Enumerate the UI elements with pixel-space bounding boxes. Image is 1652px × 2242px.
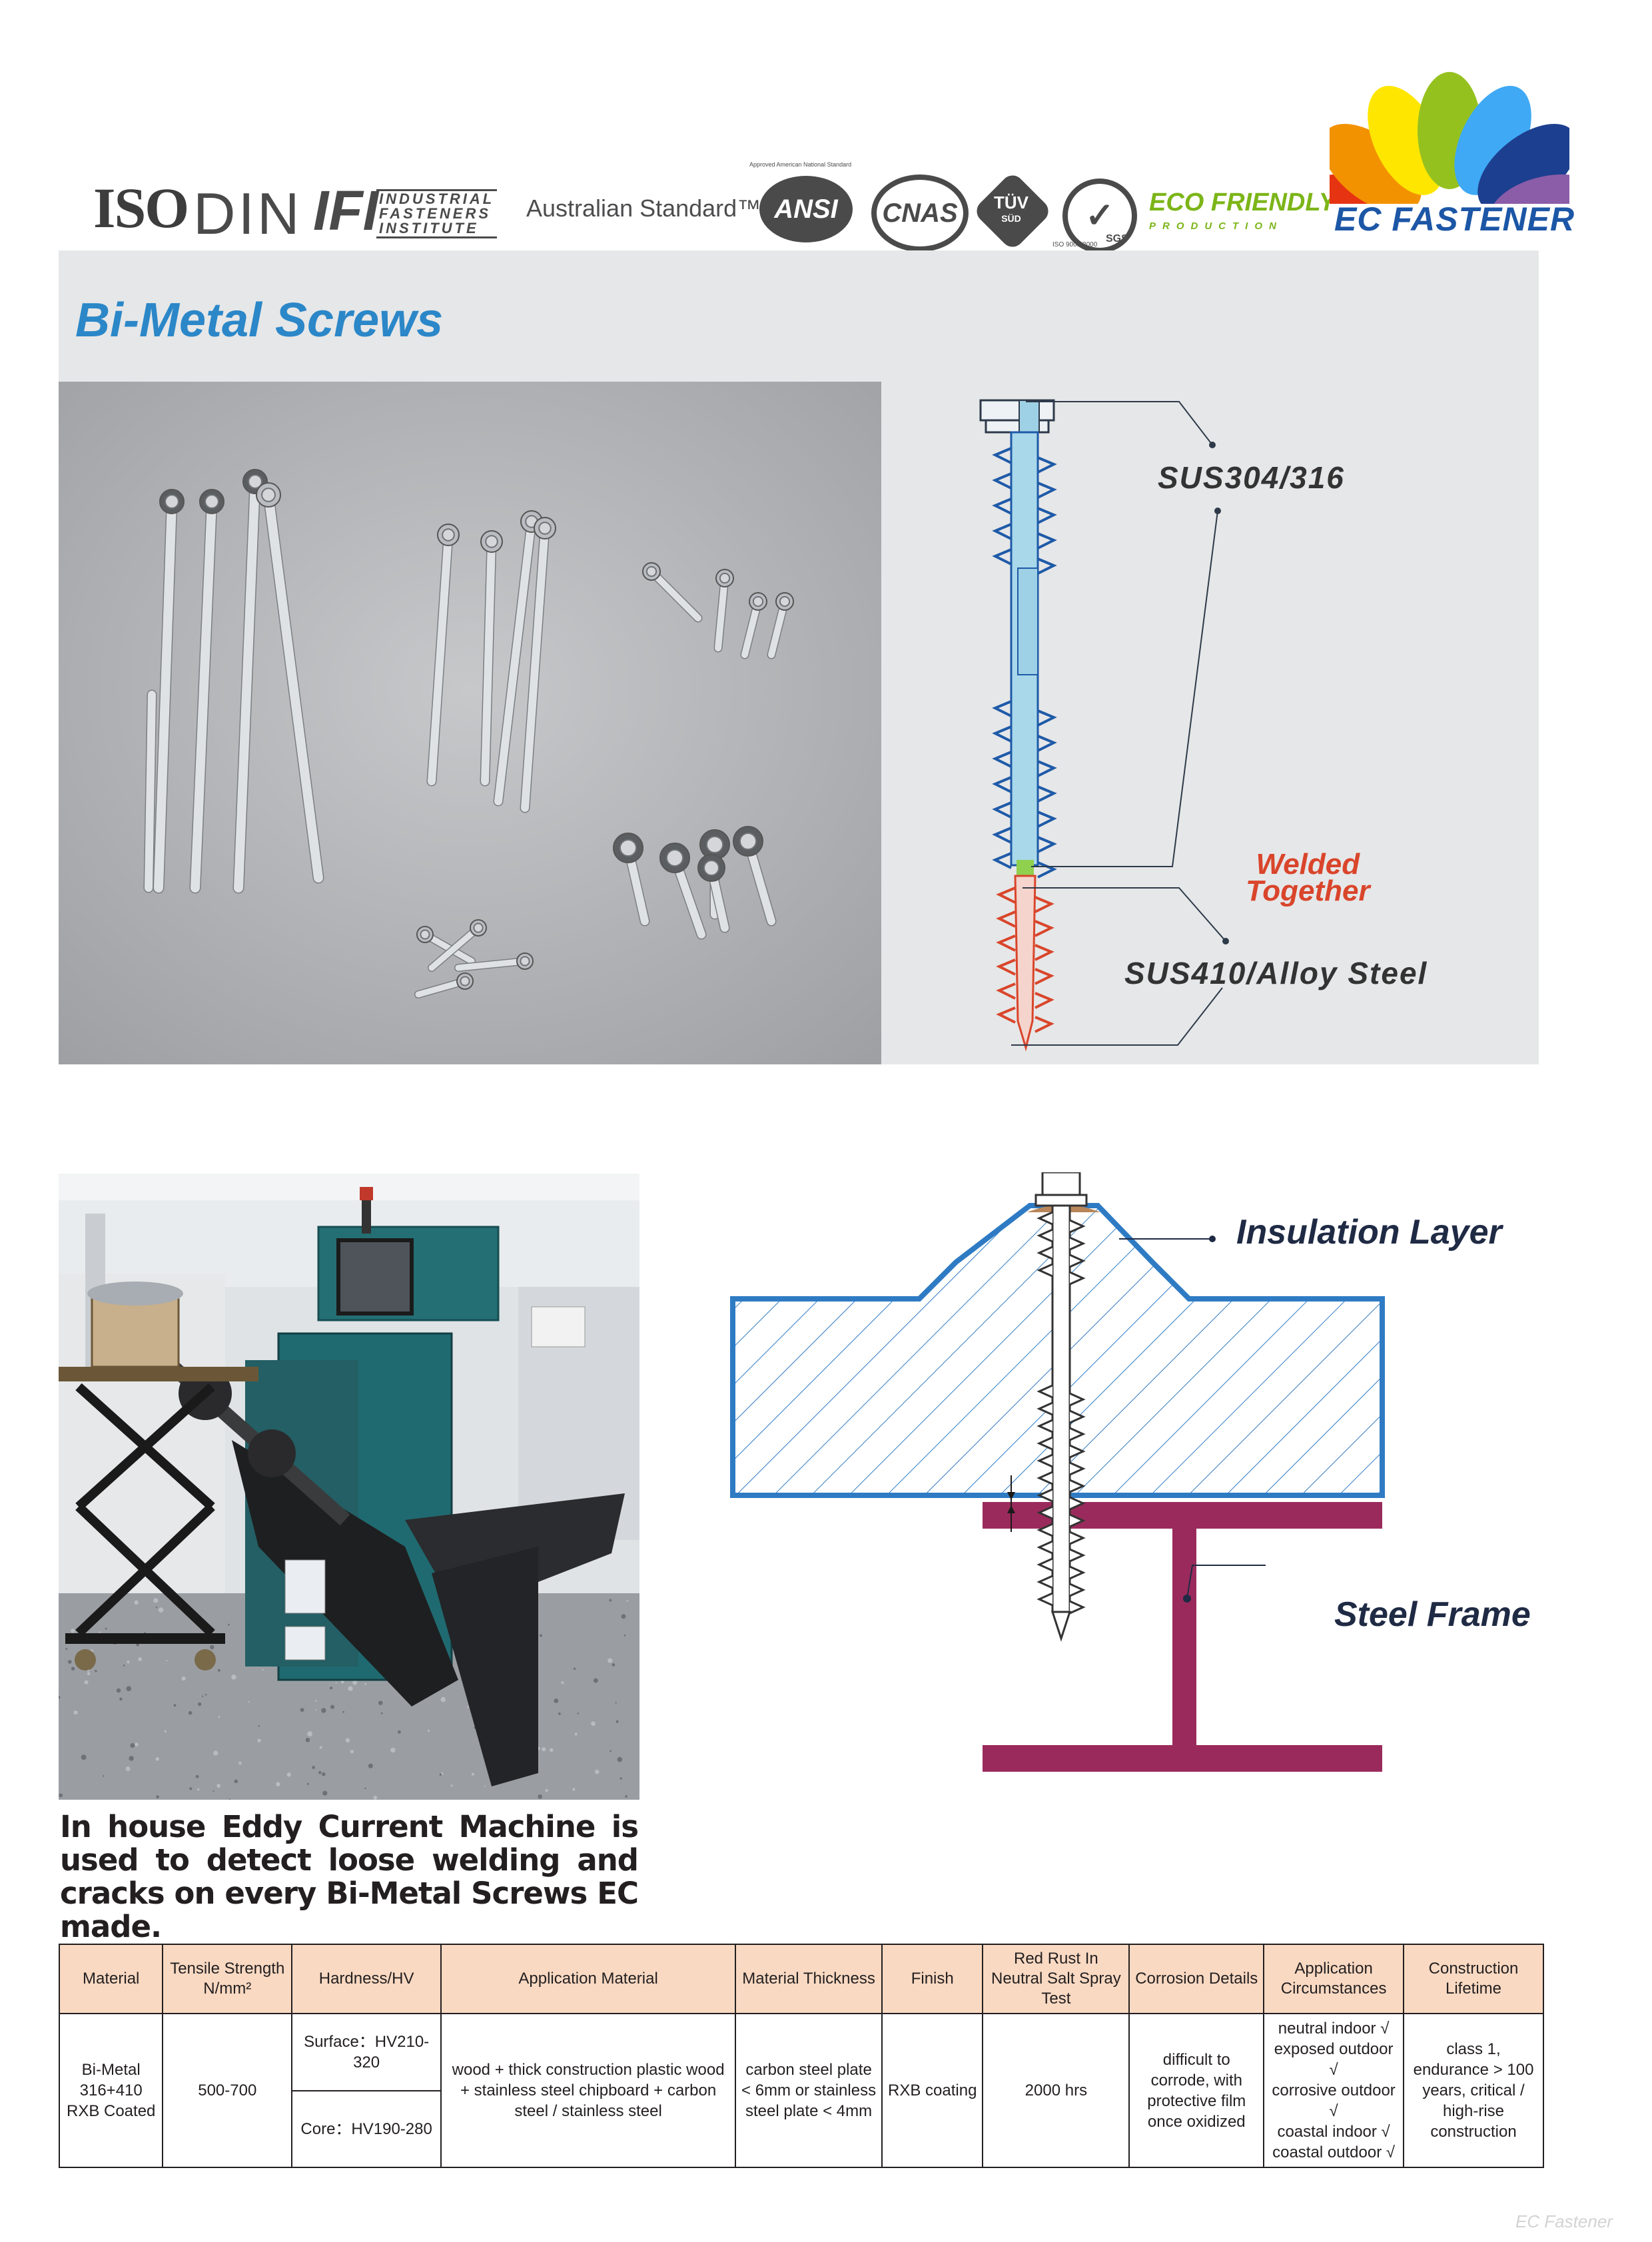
circumstance-item: coastal indoor √: [1277, 2123, 1390, 2141]
header-corrosion: Corrosion Details: [1128, 1944, 1265, 2014]
screw: [153, 489, 185, 894]
cell-application-material: wood + thick construction plastic wood +…: [440, 2013, 737, 2168]
screw: [520, 517, 556, 813]
insulation-layer-label: Insulation Layer: [1236, 1213, 1502, 1252]
cell-corrosion: difficult to corrode, with protective fi…: [1128, 2013, 1265, 2168]
iso-logo: ISO: [93, 176, 189, 240]
screw: [697, 854, 730, 933]
screw: [454, 952, 534, 972]
sgs-logo: ✓: [1062, 179, 1137, 253]
screw: [416, 926, 476, 965]
watermark: EC Fastener: [1515, 2211, 1613, 2231]
table-row: Core：HV190-280: [59, 2089, 1543, 2168]
australian-standard-logo: Australian Standard™: [526, 194, 761, 222]
lower-material-label: SUS410/Alloy Steel: [1124, 956, 1428, 990]
screw: [613, 833, 650, 927]
sgs-text: SGS: [1106, 233, 1128, 244]
table-row: Bi-Metal 316+410 RXB Coated 500-700 Surf…: [58, 2013, 1544, 2168]
screw: [189, 489, 224, 894]
welded-together-label: Welded Together: [1246, 848, 1370, 907]
specification-table: Material Tensile Strength N/mm² Hardness…: [58, 1944, 1544, 2168]
ifi-logo-mark: IFI: [313, 179, 378, 242]
screw: [256, 482, 324, 884]
cell-circumstances: neutral indoor √ exposed outdoor √ corro…: [1263, 2013, 1405, 2168]
welded-line-1: Welded: [1256, 848, 1360, 881]
header-circumstances: Application Circumstances: [1263, 1944, 1405, 2014]
iso9001-text: ISO 9001:2000: [1052, 241, 1098, 248]
circumstance-item: corrosive outdoor √: [1272, 2081, 1396, 2120]
screw: [733, 826, 777, 927]
table-header-row: Material Tensile Strength N/mm² Hardness…: [58, 1944, 1544, 2014]
screw: [480, 530, 503, 787]
fan-petal: [1477, 124, 1569, 212]
ifi-line-2: FASTENERS: [379, 205, 492, 222]
header-finish: Finish: [881, 1944, 984, 2014]
eco-friendly-logo: ECO FRIENDLY PRODUCTION: [1149, 190, 1336, 238]
cnas-logo: CNAS: [871, 175, 969, 252]
screw: [414, 972, 474, 998]
page-title: Bi-Metal Screws: [75, 294, 444, 347]
check-icon: ✓: [1085, 196, 1114, 235]
ansi-text: ANSI: [774, 194, 838, 224]
header-lifetime: Construction Lifetime: [1403, 1944, 1544, 2014]
header-tensile: Tensile Strength N/mm²: [162, 1944, 293, 2014]
din-logo: DIN: [193, 181, 302, 246]
cell-material: Bi-Metal 316+410 RXB Coated: [58, 2013, 164, 2168]
tuv-sub-label: SÜD: [1001, 213, 1021, 224]
cell-hardness-surface: Surface：HV210-320: [291, 2013, 442, 2091]
installation-diagram: [730, 1172, 1385, 1772]
cell-hardness-core: Core：HV190-280: [291, 2089, 442, 2168]
ifi-logo-text: INDUSTRIAL FASTENERS INSTITUTE: [376, 189, 498, 238]
ansi-logo: ANSI: [759, 176, 853, 242]
ansi-ring-text: Approved American National Standard: [749, 161, 852, 168]
header-application-material: Application Material: [440, 1944, 737, 2014]
screw: [767, 592, 794, 659]
screw: [713, 569, 734, 653]
screw: [659, 843, 707, 940]
eco-text: ECO FRIENDLY: [1149, 188, 1336, 216]
eco-sub-text: PRODUCTION: [1149, 220, 1283, 232]
fan-petal: [1330, 124, 1422, 212]
cell-tensile: 500-700: [162, 2013, 293, 2168]
upper-material-label: SUS304/316: [1158, 460, 1345, 495]
header-salt-spray: Red Rust In Neutral Salt Spray Test: [982, 1944, 1130, 2014]
cell-thickness: carbon steel plate < 6mm or stainless st…: [735, 2013, 883, 2168]
screw: [740, 592, 767, 659]
screw: [143, 689, 157, 893]
brand-name: EC Fastener: [1334, 200, 1575, 238]
tuv-label: TÜV: [994, 192, 1029, 212]
screws-photo: [59, 382, 881, 1064]
tuv-text: TÜV SÜD: [994, 194, 1029, 226]
steel-frame-label: Steel Frame: [1334, 1595, 1531, 1634]
header-material: Material: [58, 1944, 164, 2014]
welded-line-2: Together: [1246, 875, 1370, 907]
cnas-text: CNAS: [882, 198, 958, 228]
bi-metal-screw-diagram: [979, 399, 1229, 1052]
eddy-current-caption: In house Eddy Current Machine is used to…: [60, 1809, 639, 1944]
screw: [428, 919, 487, 972]
screw-head: [979, 399, 1055, 422]
header-hardness: Hardness/HV: [291, 1944, 442, 2014]
circumstance-item: exposed outdoor √: [1274, 2040, 1394, 2079]
cell-finish: RXB coating: [881, 2013, 984, 2168]
cell-lifetime: class 1, endurance > 100 years, critical…: [1403, 2013, 1544, 2168]
ifi-line-1: INDUSTRIAL: [379, 190, 495, 207]
screw: [426, 524, 460, 787]
cell-salt-spray: 2000 hrs: [982, 2013, 1130, 2168]
certification-logos: ISO DIN IFI INDUSTRIAL FASTENERS INSTITU…: [93, 161, 1336, 253]
ifi-line-3: INSTITUTE: [379, 220, 479, 236]
circumstance-item: neutral indoor √: [1278, 2020, 1390, 2038]
circumstance-item: coastal outdoor √: [1272, 2143, 1396, 2161]
screw: [642, 562, 703, 623]
ec-fastener-fan-logo: [1330, 72, 1569, 250]
header-thickness: Material Thickness: [735, 1944, 883, 2014]
eddy-current-machine-photo: [59, 1174, 639, 1800]
